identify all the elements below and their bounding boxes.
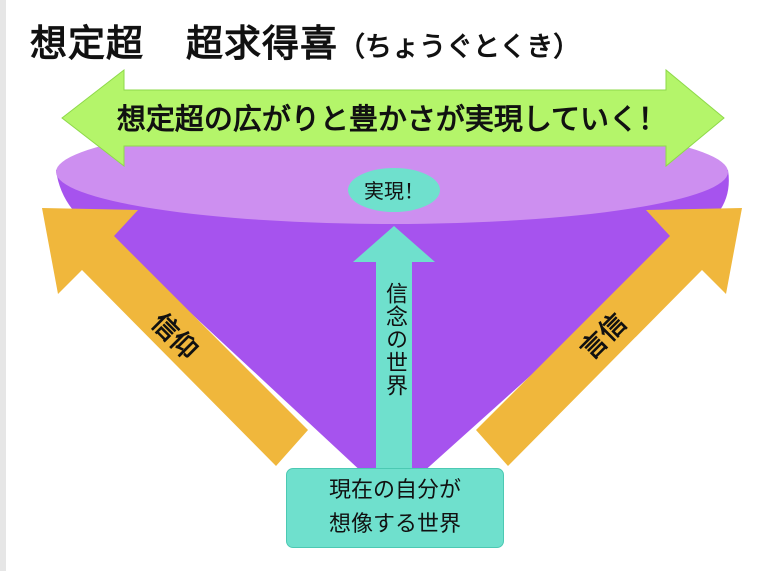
center-up-arrow	[353, 226, 435, 468]
right-side-arrow	[476, 208, 742, 466]
realize-label: 実現！	[364, 179, 424, 203]
current-self-box: 現在の自分が 想像する世界	[286, 468, 504, 548]
title-emphasis: 超求得喜	[186, 22, 338, 65]
banner-double-arrow	[61, 68, 725, 168]
title-reading: （ちょうぐとくき）	[338, 32, 581, 63]
current-self-line1: 現在の自分が	[328, 478, 461, 503]
belief-world-label: 信念の世界	[382, 282, 407, 397]
page-title: 想定超超求得喜（ちょうぐとくき）	[30, 20, 580, 72]
left-side-arrow	[42, 208, 308, 466]
page-left-edge	[0, 0, 6, 571]
realize-ellipse	[348, 168, 440, 212]
banner-text: 想定超の広がりと豊かさが実現していく！	[117, 102, 667, 136]
title-main: 想定超	[30, 22, 144, 65]
current-self-line2: 想像する世界	[328, 512, 461, 537]
